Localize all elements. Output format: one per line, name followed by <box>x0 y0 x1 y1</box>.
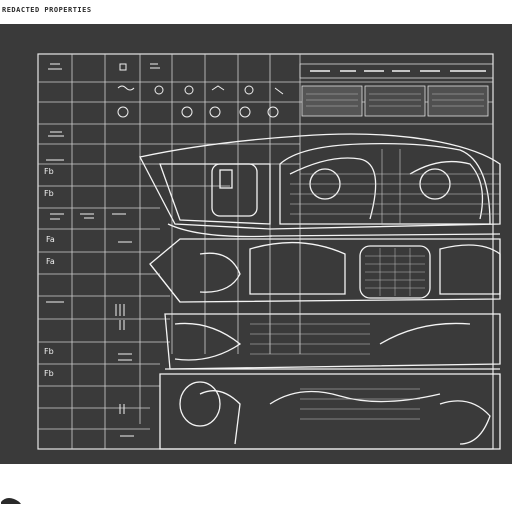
left-label-5: Fb <box>44 347 54 356</box>
lower-view-hatching <box>250 323 420 420</box>
left-label-2: Fb <box>44 189 54 198</box>
blueprint-sheet: Fb Fb Fa Fa Fb Fb <box>0 24 512 464</box>
vehicle-front-view <box>149 238 501 303</box>
vehicle-side-view <box>139 133 501 238</box>
sheet-caption: REDACTED PROPERTIES <box>2 6 92 14</box>
left-label-4: Fa <box>46 257 55 266</box>
blueprint-drawing: Fb Fb Fa Fa Fb Fb <box>37 53 501 450</box>
left-label-6: Fb <box>44 369 54 378</box>
table-glyphs <box>46 63 284 437</box>
left-label-3: Fa <box>46 235 55 244</box>
left-label-1: Fb <box>44 167 54 176</box>
header-strip <box>299 63 494 117</box>
front-view-mesh <box>365 248 425 296</box>
vehicle-lower-view <box>159 313 501 450</box>
side-view-hatching <box>290 149 500 224</box>
footer-logo-icon <box>1 498 21 504</box>
